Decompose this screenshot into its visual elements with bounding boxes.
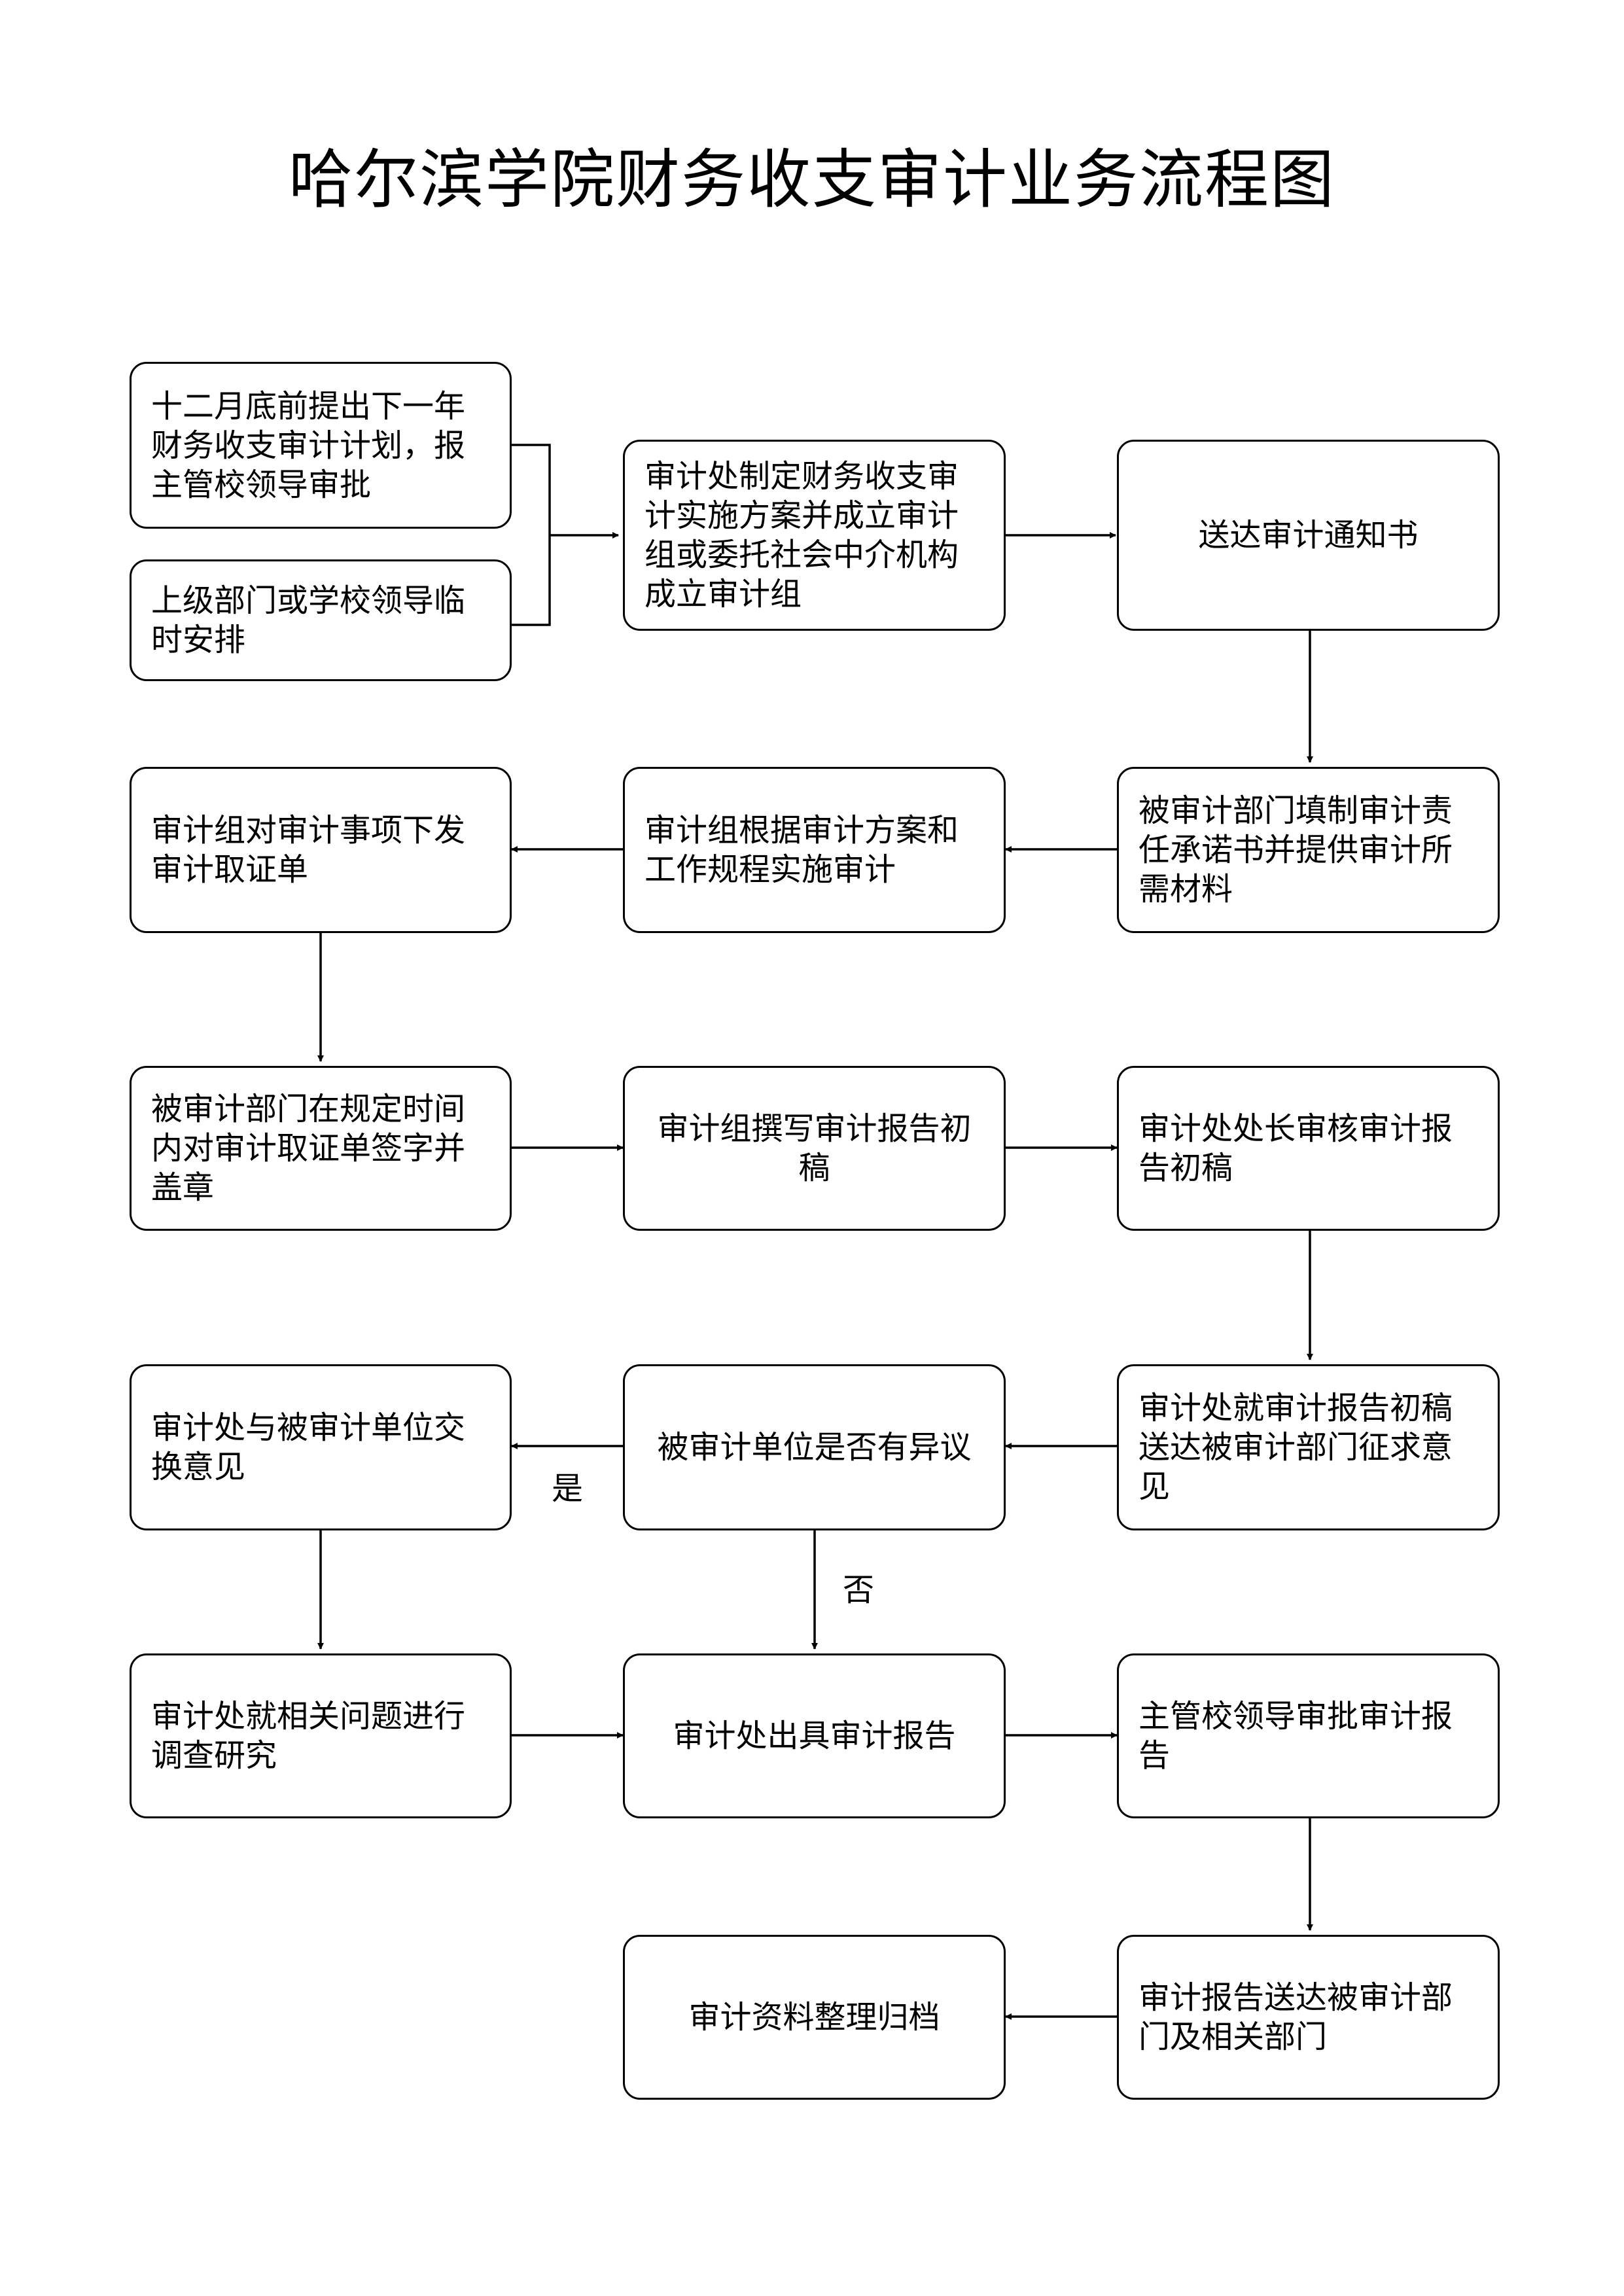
step-draft-report: 审计组撰写审计报告初稿: [623, 1066, 1006, 1231]
step-review-draft-text: 审计处处长审核审计报告初稿: [1139, 1110, 1453, 1186]
step-draft-report-text: 审计组撰写审计报告初稿: [657, 1110, 972, 1186]
step-fill-commitment-text: 被审计部门填制审计责任承诺书并提供审计所需材料: [1139, 792, 1453, 908]
step-deliver-report-text: 审计报告送达被审计部门及相关部门: [1139, 1979, 1453, 2055]
step-solicit-opinion-text: 审计处就审计报告初稿送达被审计部门征求意见: [1139, 1390, 1453, 1505]
step-approve-report-text: 主管校领导审批审计报告: [1139, 1698, 1453, 1774]
decision-objection-text: 被审计单位是否有异议: [657, 1429, 972, 1466]
step-archive: 审计资料整理归档: [623, 1935, 1006, 2100]
step-exchange-opinion: 审计处与被审计单位交换意见: [130, 1364, 512, 1530]
step-investigate: 审计处就相关问题进行调查研究: [130, 1653, 512, 1818]
merge-bracket: [512, 444, 551, 626]
step-exchange-opinion-text: 审计处与被审计单位交换意见: [151, 1409, 466, 1485]
step-make-plan: 审计处制定财务收支审计实施方案并成立审计组或委托社会中介机构成立审计组: [623, 440, 1006, 631]
decision-objection: 被审计单位是否有异议: [623, 1364, 1006, 1530]
step-issue-report: 审计处出具审计报告: [623, 1653, 1006, 1818]
step-issue-evidence: 审计组对审计事项下发审计取证单: [130, 767, 512, 933]
step-temp-arrangement-text: 上级部门或学校领导临时安排: [151, 582, 466, 658]
step-issue-evidence-text: 审计组对审计事项下发审计取证单: [151, 812, 466, 888]
step-solicit-opinion: 审计处就审计报告初稿送达被审计部门征求意见: [1117, 1364, 1500, 1530]
step-fill-commitment: 被审计部门填制审计责任承诺书并提供审计所需材料: [1117, 767, 1500, 933]
step-implement-audit-text: 审计组根据审计方案和工作规程实施审计: [644, 812, 959, 888]
step-annual-plan: 十二月底前提出下一年财务收支审计计划，报主管校领导审批: [130, 362, 512, 529]
step-sign-evidence: 被审计部门在规定时间内对审计取证单签字并盖章: [130, 1066, 512, 1231]
step-issue-report-text: 审计处出具审计报告: [673, 1718, 956, 1754]
step-review-draft: 审计处处长审核审计报告初稿: [1117, 1066, 1500, 1231]
step-temp-arrangement: 上级部门或学校领导临时安排: [130, 559, 512, 681]
step-investigate-text: 审计处就相关问题进行调查研究: [151, 1698, 466, 1774]
branch-label-no: 否: [843, 1572, 875, 1608]
page-title: 哈尔滨学院财务收支审计业务流程图: [288, 143, 1335, 217]
branch-label-yes: 是: [552, 1470, 584, 1507]
step-implement-audit: 审计组根据审计方案和工作规程实施审计: [623, 767, 1006, 933]
step-annual-plan-text: 十二月底前提出下一年财务收支审计计划，报主管校领导审批: [151, 387, 466, 503]
step-make-plan-text: 审计处制定财务收支审计实施方案并成立审计组或委托社会中介机构成立审计组: [644, 458, 959, 612]
step-archive-text: 审计资料整理归档: [688, 1999, 940, 2036]
step-send-notice-text: 送达审计通知书: [1198, 517, 1419, 554]
step-deliver-report: 审计报告送达被审计部门及相关部门: [1117, 1935, 1500, 2100]
step-send-notice: 送达审计通知书: [1117, 440, 1500, 631]
step-sign-evidence-text: 被审计部门在规定时间内对审计取证单签字并盖章: [151, 1091, 466, 1206]
step-approve-report: 主管校领导审批审计报告: [1117, 1653, 1500, 1818]
